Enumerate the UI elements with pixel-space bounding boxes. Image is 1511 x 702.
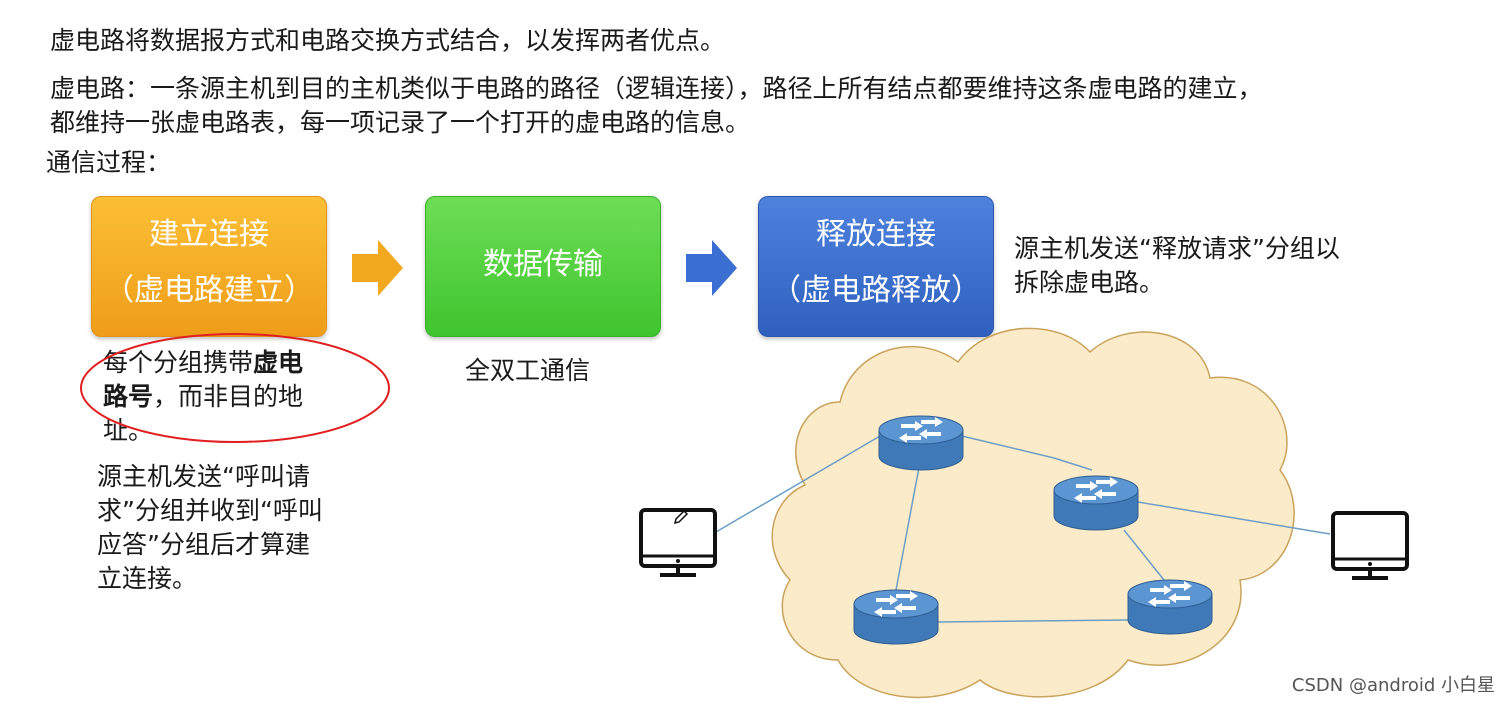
duplex-note: 全双工通信 [465, 356, 591, 385]
network-link [961, 435, 1055, 459]
step-title: 建立连接 [149, 217, 269, 252]
network-link [1053, 457, 1093, 471]
router-icon [878, 415, 964, 471]
step-release-connection: 释放连接 （虚电路释放） [758, 196, 994, 337]
step-establish-connection: 建立连接 （虚电路建立） [91, 196, 327, 337]
router-icon [853, 589, 939, 645]
network-link [895, 461, 921, 591]
step-data-transfer: 数据传输 [425, 196, 661, 337]
network-link [1123, 529, 1165, 581]
source-host-monitor-icon [639, 508, 717, 577]
step-title: 释放连接 [816, 217, 936, 252]
network-cloud [771, 327, 1295, 699]
router-icon [1127, 579, 1213, 635]
network-link [1137, 501, 1331, 535]
definition-line-1: 虚电路：一条源主机到目的主机类似于电路的路径（逻辑连接），路径上所有结点都要维持… [50, 74, 1263, 103]
call-note: 源主机发送“呼叫请求”分组并收到“呼叫应答”分组后才算建立连接。 [97, 462, 323, 593]
step-title: 数据传输 [483, 247, 603, 282]
router-icon [1053, 475, 1139, 531]
process-title: 通信过程： [46, 148, 172, 177]
destination-host-monitor-icon [1331, 511, 1409, 580]
watermark: CSDN @android 小白星 [1291, 675, 1495, 696]
network-link [937, 619, 1129, 623]
arrow-right-icon [686, 240, 737, 296]
network-link [715, 435, 881, 533]
step-subtitle: （虚电路释放） [771, 273, 981, 308]
packet-note-prefix: 每个分组携带 [103, 348, 254, 377]
intro-text: 虚电路将数据报方式和电路交换方式结合，以发挥两者优点。 [50, 26, 726, 55]
pen-icon [673, 509, 689, 525]
definition-line-2: 都维持一张虚电路表，每一项记录了一个打开的虚电路的信息。 [50, 108, 751, 137]
arrow-right-icon [352, 240, 403, 296]
release-note: 源主机发送“释放请求”分组以拆除虚电路。 [1014, 234, 1340, 297]
step-subtitle: （虚电路建立） [104, 273, 314, 308]
packet-note: 每个分组携带虚电路号，而非目的地址。 [103, 346, 318, 448]
